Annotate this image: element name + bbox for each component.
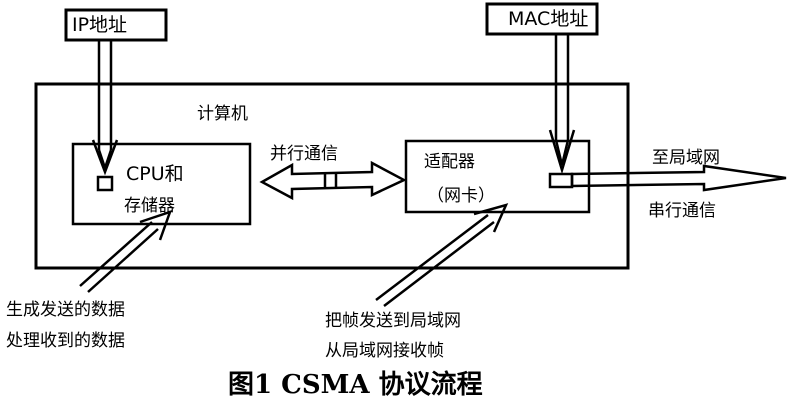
adapter-port: [548, 172, 574, 189]
ip-address-box: [64, 8, 168, 42]
mac-arrow: [548, 34, 576, 175]
cpu-label-line1: CPU和: [126, 163, 184, 185]
computer-label: 计算机: [197, 104, 248, 124]
cpu-port: [96, 175, 114, 192]
adapter-label-line1: 适配器: [424, 152, 475, 172]
cpu-label-line2: 存储器: [124, 196, 175, 216]
adapter-note-arrow: [375, 203, 509, 307]
figure-caption: 图1 CSMA 协议流程: [228, 370, 483, 400]
mac-address-label: MAC地址: [508, 8, 589, 30]
cpu-note-line2: 处理收到的数据: [6, 331, 125, 351]
ip-address-label: IP地址: [72, 14, 128, 36]
ip-arrow: [91, 40, 119, 176]
cpu-note-line1: 生成发送的数据: [6, 300, 125, 320]
parallel-arrow: [259, 160, 407, 201]
cpu-note-arrow: [79, 210, 173, 293]
mac-address-box: [485, 2, 599, 36]
lan-arrow: [570, 164, 787, 192]
adapter-note-line1: 把帧发送到局域网: [325, 311, 461, 331]
serial-comm-label: 串行通信: [648, 201, 716, 221]
to-lan-label: 至局域网: [652, 148, 720, 168]
parallel-comm-label: 并行通信: [270, 144, 338, 164]
cpu-memory-box: [71, 142, 252, 226]
computer-box: [34, 82, 630, 270]
adapter-label-line2: （网卡）: [427, 186, 495, 206]
adapter-box: [404, 139, 591, 214]
adapter-note-line2: 从局域网接收帧: [325, 341, 444, 361]
